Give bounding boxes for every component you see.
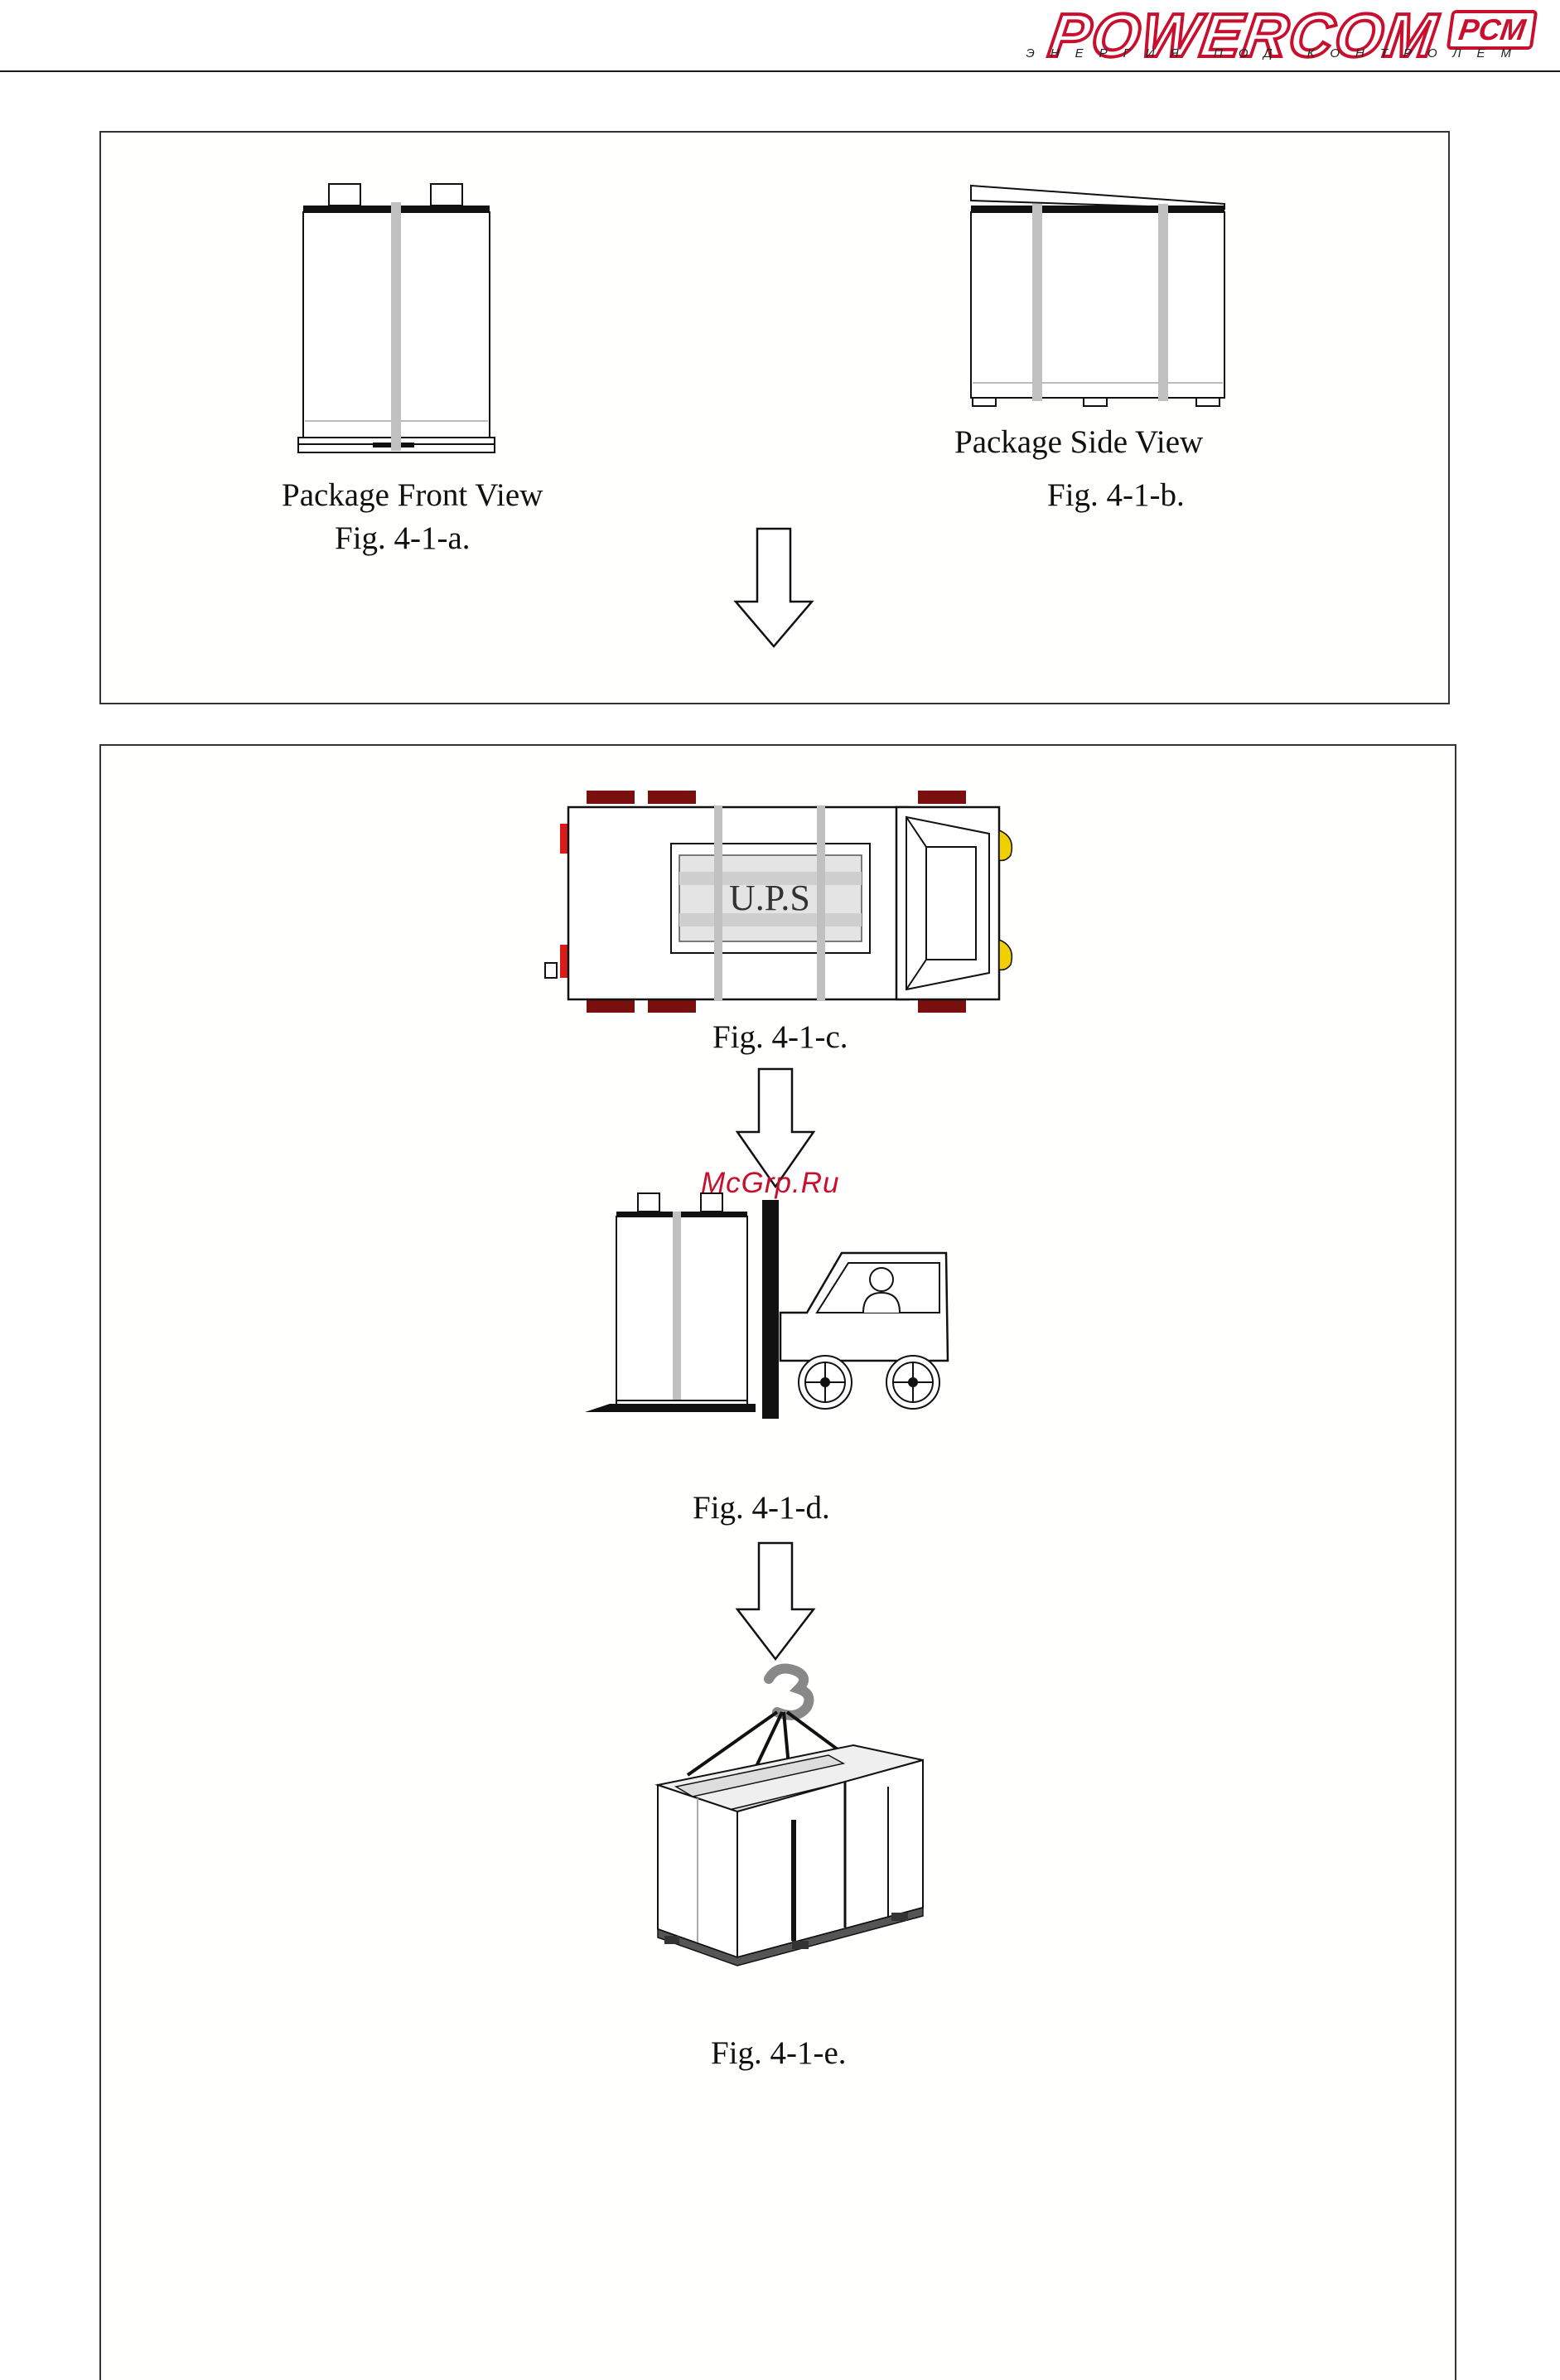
forklift-top-view-illustration: U.P.S xyxy=(545,789,1014,1014)
forklift-side-view-illustration xyxy=(585,1193,951,1425)
header-divider xyxy=(0,70,1560,72)
fig-a-number: Fig. 4-1-a. xyxy=(335,522,471,554)
crane-lift-illustration xyxy=(646,1662,928,1961)
ups-box-label: U.P.S xyxy=(729,878,810,918)
fig-c-number: Fig. 4-1-c. xyxy=(712,1021,848,1053)
fig-d-number: Fig. 4-1-d. xyxy=(693,1492,830,1524)
fig-b-label: Package Side View xyxy=(954,426,1203,458)
page-header: POWERCOM PCM ЭНЕРГИЯ ПОД КОНТРОЛЕМ xyxy=(0,0,1560,73)
down-arrow-icon xyxy=(732,527,815,650)
brand-tagline: ЭНЕРГИЯ ПОД КОНТРОЛЕМ xyxy=(1026,46,1527,60)
package-side-view-illustration xyxy=(968,184,1233,418)
fig-b-number: Fig. 4-1-b. xyxy=(1047,479,1185,511)
fig-e-number: Fig. 4-1-e. xyxy=(711,2037,847,2069)
package-front-view-illustration xyxy=(298,181,497,467)
brand-badge: PCM xyxy=(1447,10,1538,50)
down-arrow-icon xyxy=(734,1541,817,1662)
fig-a-label: Package Front View xyxy=(282,479,543,511)
